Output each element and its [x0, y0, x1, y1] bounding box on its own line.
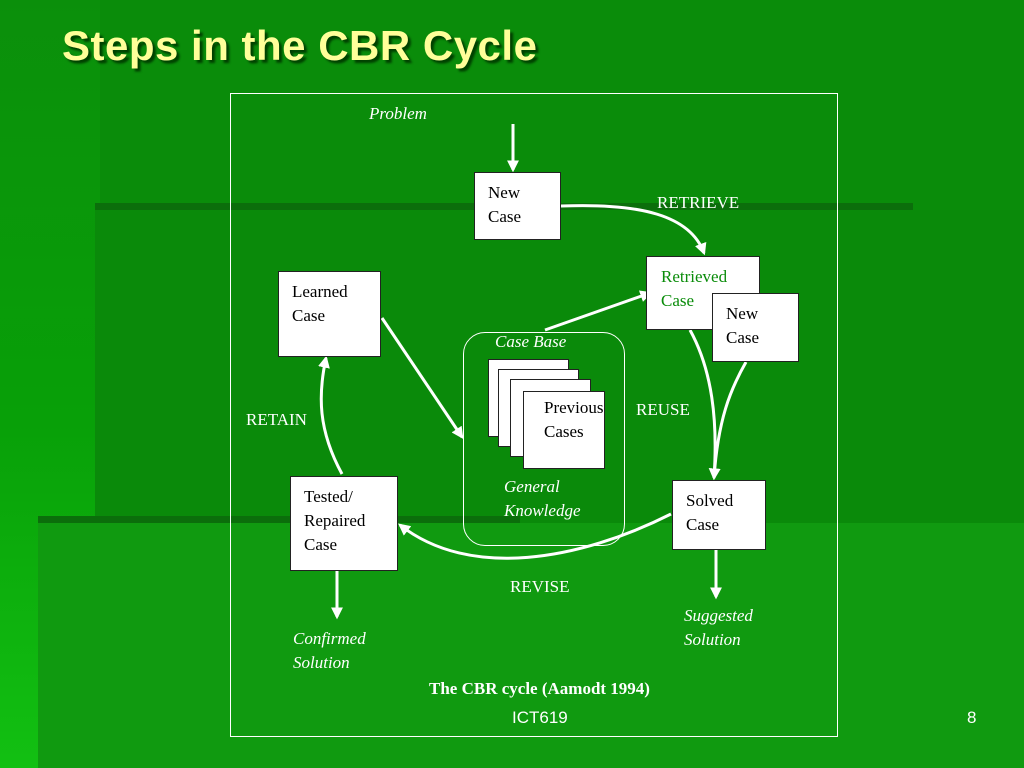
reuse-label: REUSE	[636, 400, 690, 419]
previous-cases-line-1: Previous	[544, 398, 604, 417]
learned-case-box: Learned Case	[278, 271, 381, 357]
new-case-line-1: New	[488, 183, 521, 202]
diagram-caption: The CBR cycle (Aamodt 1994)	[429, 679, 650, 698]
solved-case-line-2: Case	[686, 515, 720, 534]
retrieve-arrow	[560, 204, 707, 256]
retain-arrow	[318, 355, 344, 475]
previous-cases-line-2: Cases	[544, 422, 584, 441]
reuse-arrow-right	[712, 361, 748, 479]
solved-case-line-1: Solved	[686, 491, 734, 510]
retrieved-new-case-line-2: Case	[726, 328, 760, 347]
retrieved-new-case-line-1: New	[726, 304, 759, 323]
revise-label: REVISE	[510, 577, 570, 596]
general-knowledge-line-2: Knowledge	[504, 501, 581, 520]
tested-repaired-case-line-3: Case	[304, 535, 338, 554]
new-case-box: New Case	[474, 172, 561, 240]
confirmed-solution-label: Confirmed Solution	[293, 627, 366, 675]
previous-cases-card: Previous Cases	[523, 391, 605, 469]
general-knowledge-line-1: General	[504, 477, 560, 496]
retrieved-case-line-1: Retrieved	[661, 267, 728, 286]
retrieved-new-case-box: New Case	[712, 293, 799, 362]
suggested-solution-label: Suggested Solution	[684, 604, 753, 652]
general-knowledge-label: General Knowledge	[504, 475, 581, 523]
revise-arrow	[398, 512, 672, 560]
tested-repaired-case-line-1: Tested/	[304, 487, 353, 506]
suggested-solution-line-1: Suggested	[684, 606, 753, 625]
learned-to-case-base-arrow	[380, 317, 464, 439]
retain-label: RETAIN	[246, 410, 307, 429]
case-base-panel	[463, 332, 625, 546]
background-band-lower	[38, 516, 520, 523]
retrieve-label: RETRIEVE	[657, 193, 740, 212]
suggested-solution-line-2: Solution	[684, 630, 741, 649]
case-base-to-retrieved-arrow	[544, 290, 653, 332]
new-case-line-2: Case	[488, 207, 522, 226]
footer-course-code: ICT619	[512, 708, 568, 727]
solved-case-box: Solved Case	[672, 480, 766, 550]
learned-case-line-2: Case	[292, 306, 326, 325]
background-block-lower	[38, 523, 1024, 768]
problem-label: Problem	[369, 104, 427, 123]
slide-title: Steps in the CBR Cycle	[62, 22, 538, 69]
slide-number: 8	[967, 708, 977, 727]
confirmed-solution-line-1: Confirmed	[293, 629, 366, 648]
tested-repaired-case-line-2: Repaired	[304, 511, 366, 530]
tested-repaired-case-box: Tested/ Repaired Case	[290, 476, 398, 571]
retrieved-case-line-2: Case	[661, 291, 695, 310]
confirmed-solution-line-2: Solution	[293, 653, 350, 672]
learned-case-line-1: Learned	[292, 282, 348, 301]
diagram-frame	[230, 93, 838, 737]
case-base-label: Case Base	[495, 332, 567, 351]
